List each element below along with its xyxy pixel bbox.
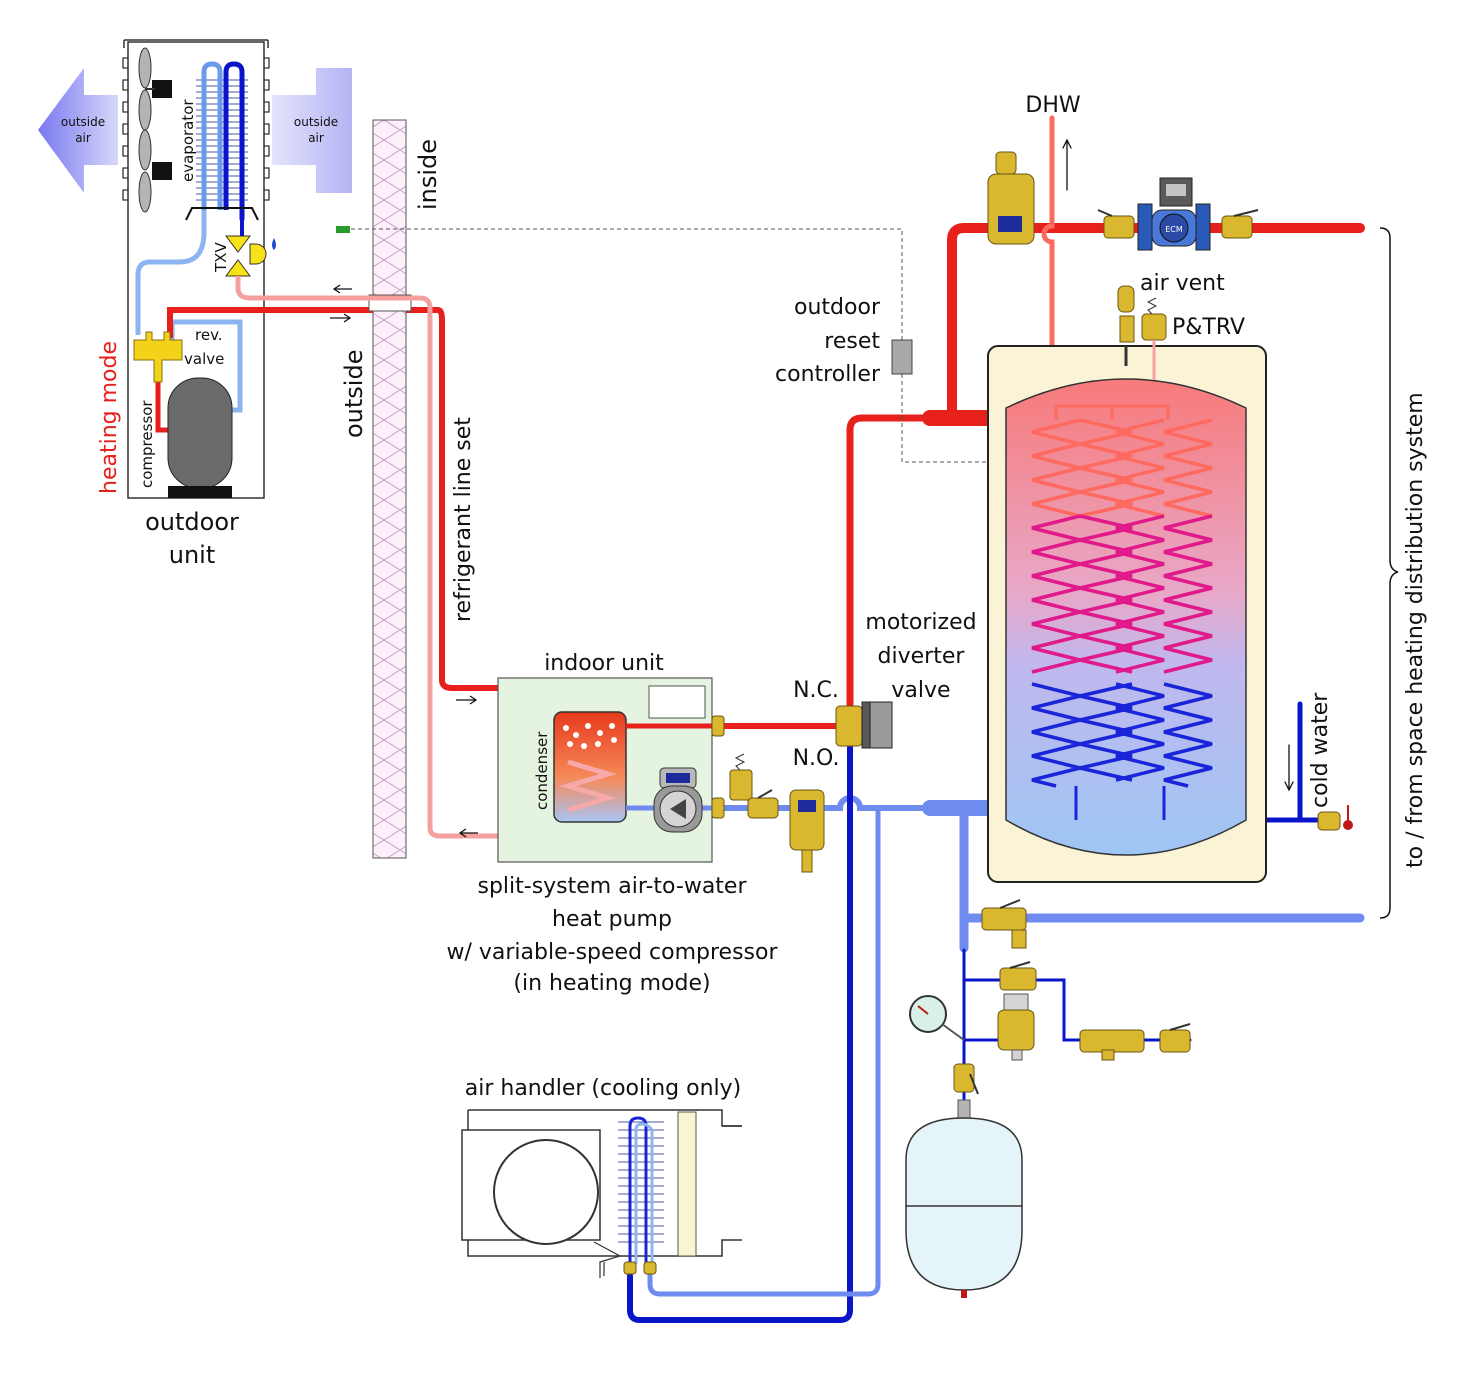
evaporator-coil [185, 61, 259, 221]
inside-label: inside [414, 139, 442, 210]
heat-pump-label-3: w/ variable-speed compressor [446, 940, 778, 965]
ptrv-label: P&TRV [1172, 315, 1245, 340]
distribution-label: to / from space heating distribution sys… [1403, 392, 1428, 868]
reset-label-1: outdoor [794, 295, 881, 320]
compressor-label: compressor [138, 400, 156, 488]
motorized-diverter-valve [835, 701, 893, 749]
outside-air-arrow-left: outside air [38, 68, 118, 193]
heating-mode-label: heating mode [97, 341, 122, 494]
ecm-badge: ECM [1165, 225, 1183, 234]
top-air-separator [987, 151, 1035, 245]
refrigerant-line-set-label: refrigerant line set [451, 417, 476, 622]
outdoor-unit-label-2: unit [169, 541, 216, 569]
heat-pump-label-4: (in heating mode) [513, 971, 710, 996]
fittings [711, 715, 825, 873]
cold-water-drain-valve [1317, 805, 1353, 831]
tank-heat-exchanger-coils [1031, 404, 1213, 820]
ptrv-valve [1141, 297, 1167, 380]
outdoor-unit: evaporator TXV rev. valve compressor [122, 39, 438, 499]
indirect-storage-tank [987, 345, 1267, 883]
indoor-unit-label: indoor unit [544, 651, 664, 676]
heat-pump-label-2: heat pump [552, 907, 672, 932]
no-label: N.O. [793, 746, 840, 771]
fan-icon [138, 47, 172, 213]
air-vent [1117, 285, 1135, 343]
reversing-valve [133, 331, 183, 383]
nc-label: N.C. [793, 678, 839, 703]
outside-air-left-label-1: outside [61, 115, 105, 129]
reset-label-2: reset [824, 329, 880, 354]
diverter-label-2: diverter [878, 644, 966, 669]
circulator-pump [653, 767, 703, 833]
lower-fittings [909, 899, 1191, 1095]
txv-label: TXV [212, 242, 230, 273]
outside-air-right-label-2: air [308, 131, 324, 145]
exterior-wall-insulation [368, 119, 412, 859]
cold-water-label: cold water [1308, 692, 1333, 808]
outside-air-right-label-1: outside [294, 115, 338, 129]
dhw-label: DHW [1025, 93, 1080, 118]
air-vent-label: air vent [1140, 271, 1225, 296]
condenser-label: condenser [533, 731, 551, 810]
compressor [167, 377, 233, 498]
distribution-brace [1379, 227, 1399, 919]
outdoor-unit-label-1: outdoor [145, 508, 239, 536]
rev-valve-label-1: rev. [195, 326, 223, 344]
indoor-unit [497, 677, 716, 863]
ecm-circulator: ECM [1097, 177, 1259, 251]
expansion-tank [905, 1099, 1023, 1298]
diverter-label-3: valve [891, 678, 950, 703]
heat-pump-label-1: split-system air-to-water [477, 874, 747, 899]
diverter-label-1: motorized [865, 610, 976, 635]
evaporator-label: evaporator [179, 99, 197, 182]
txv-valve [225, 220, 276, 277]
outside-air-arrow-right: outside air [272, 68, 352, 193]
outside-label: outside [340, 350, 368, 438]
rev-valve-label-2: valve [184, 350, 224, 368]
air-handler [461, 1109, 742, 1278]
louvers [122, 57, 270, 201]
reset-label-3: controller [775, 362, 881, 387]
air-handler-label: air handler (cooling only) [465, 1076, 742, 1101]
outside-air-left-label-2: air [75, 131, 91, 145]
